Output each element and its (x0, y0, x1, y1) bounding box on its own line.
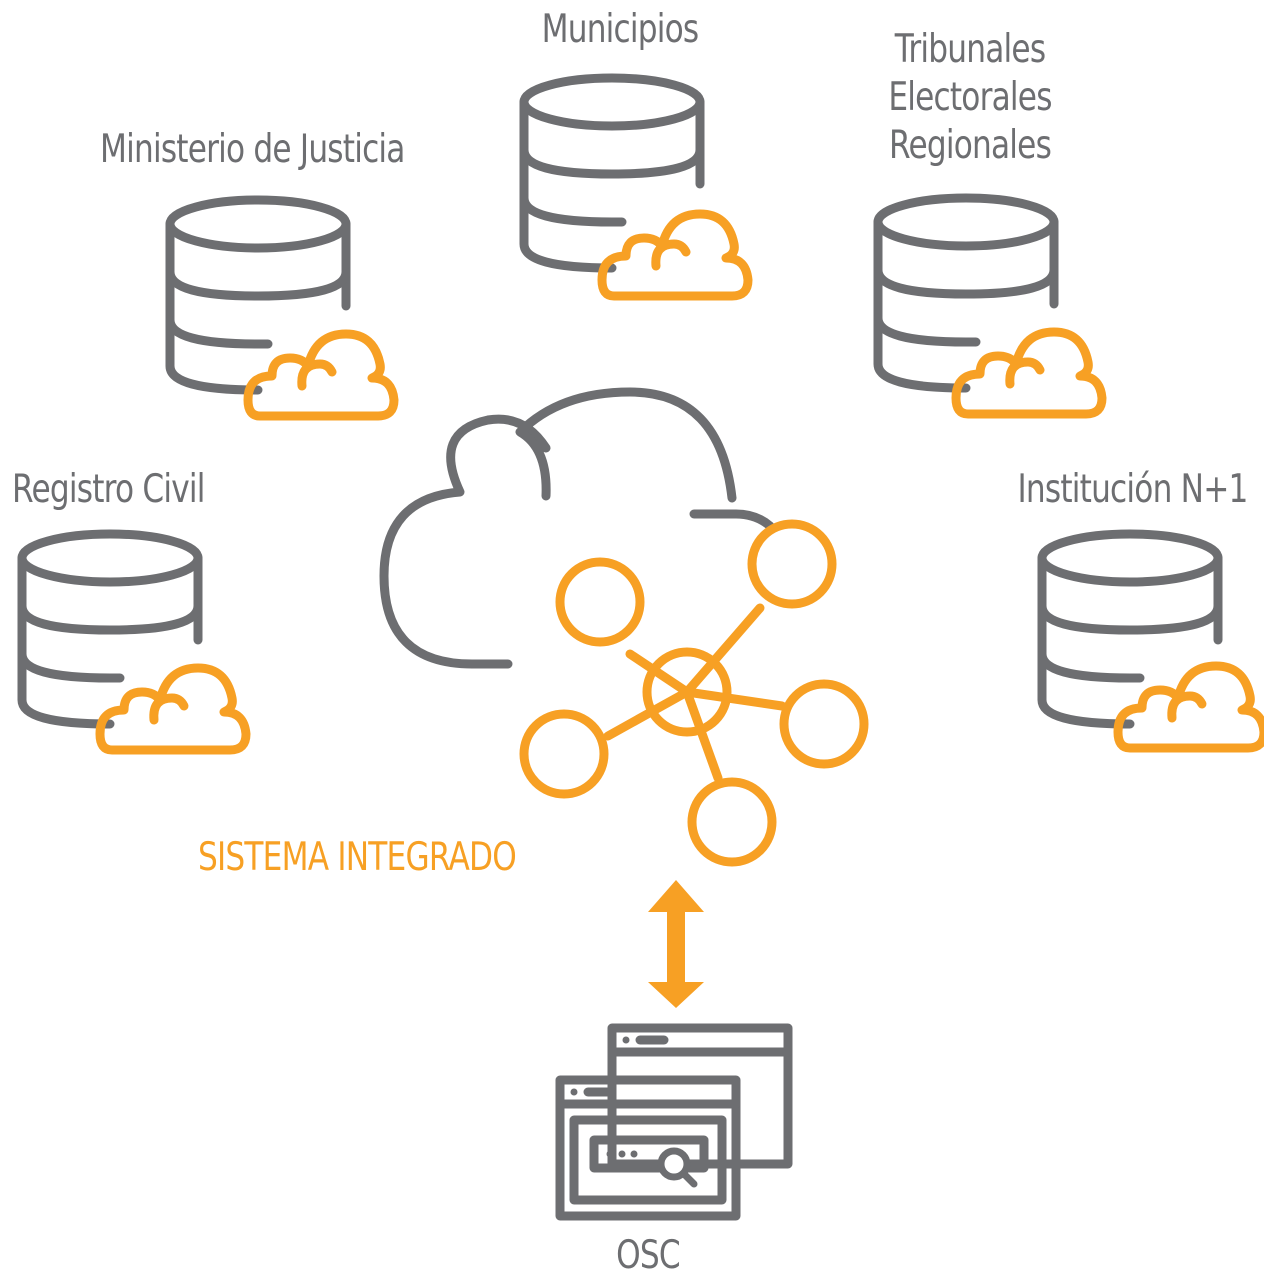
cloud-icon (379, 387, 775, 669)
institucion-n1-label: Institución N+1 (1017, 467, 1249, 512)
network-icon (519, 519, 869, 867)
browser-windows-icon (555, 1023, 793, 1221)
double-arrow-icon (648, 880, 704, 1008)
search-icon (657, 1147, 698, 1188)
tribunales-label: Tribunales Electorales Regionales (850, 26, 1090, 170)
ministerio-justicia-label: Ministerio de Justicia (100, 127, 405, 172)
osc-label: OSC (616, 1233, 681, 1278)
cloud-icon (602, 214, 748, 296)
tribunales-line-1: Tribunales (894, 27, 1046, 72)
tribunales-line-2: Electorales (888, 75, 1052, 120)
registro-civil-label: Registro Civil (12, 467, 205, 512)
tribunales-line-3: Regionales (888, 123, 1052, 168)
sistema-integrado-label: SISTEMA INTEGRADO (198, 835, 517, 880)
database-icon (524, 78, 700, 268)
municipios-label: Municipios (541, 7, 700, 52)
